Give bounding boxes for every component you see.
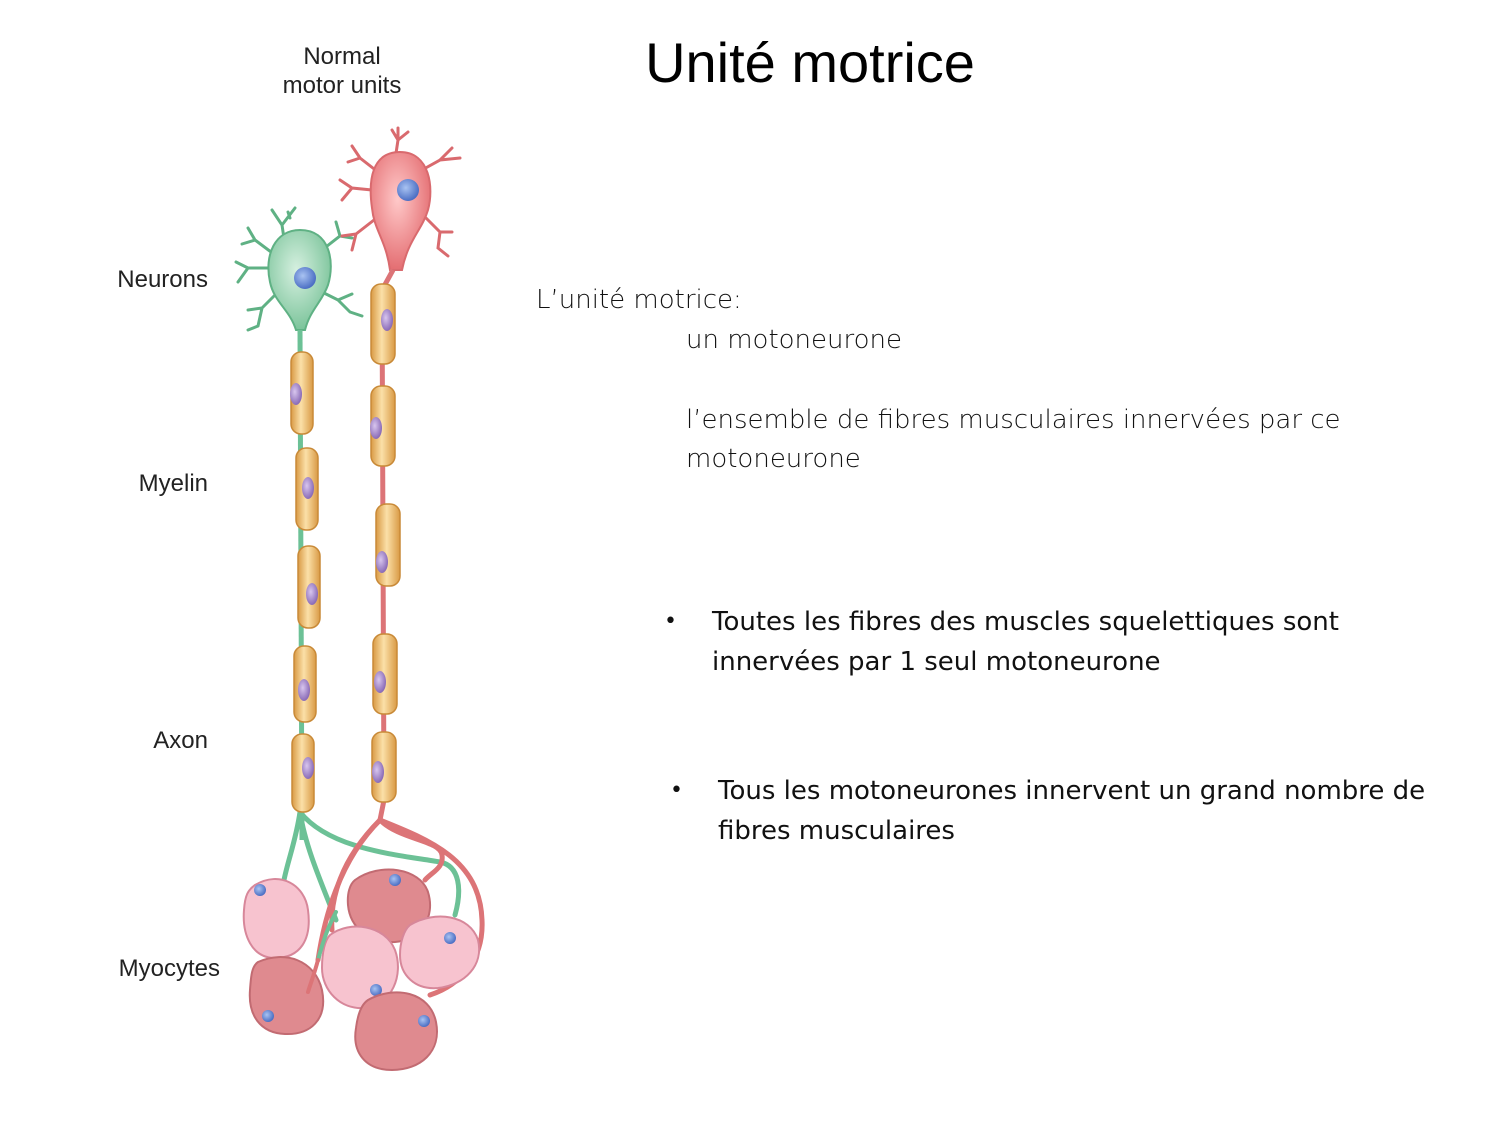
definition-item-2-line2: motoneurone [686, 444, 861, 474]
figure-header-line2: motor units [282, 72, 402, 99]
figure-header-line1: Normal [303, 43, 381, 70]
red-neuron-nucleus [397, 179, 419, 201]
label-axon: Axon [153, 727, 208, 754]
bullet-item-2: • Tous les motoneurones innervent un gra… [670, 771, 1490, 851]
label-myocytes: Myocytes [118, 955, 220, 982]
bullet-1-line1: Toutes les fibres des muscles squelettiq… [712, 607, 1339, 637]
motor-unit-diagram [234, 126, 485, 1072]
definition-item-1: un motoneurone [686, 325, 903, 355]
myocyte-light-3 [398, 915, 481, 990]
bullet-2-line2: fibres musculaires [718, 816, 955, 846]
green-neuron-nucleus [294, 267, 316, 289]
bullet-dot: • [664, 609, 677, 634]
green-neuron-dendrites [234, 206, 364, 332]
myocyte-light-1 [242, 878, 310, 960]
red-terminal-overlay [306, 958, 320, 994]
green-myelin-sheaths [290, 351, 321, 813]
bullet-dot: • [670, 778, 683, 803]
bullet-item-1: • Toutes les fibres des muscles squelett… [664, 602, 1464, 682]
myocyte-dark-3 [354, 991, 438, 1072]
figure-header: Normal motor units [262, 42, 422, 100]
myocytes [242, 868, 481, 1072]
green-terminal-overlay [316, 910, 338, 962]
bullet-1-line2: innervées par 1 seul motoneurone [712, 647, 1161, 677]
slide-title: Unité motrice [645, 31, 975, 94]
definition-item-2-line1: l’ensemble de fibres musculaires innervé… [686, 405, 1341, 435]
myocyte-dark-2 [248, 956, 325, 1036]
red-myelin-sheaths [370, 283, 401, 803]
red-neuron-soma [369, 150, 432, 271]
label-myelin: Myelin [138, 470, 208, 497]
bullet-text: Toutes les fibres des muscles squelettiq… [712, 602, 1452, 682]
label-neurons: Neurons [117, 266, 208, 293]
definition-heading: L’unité motrice: [536, 285, 742, 315]
bullet-text: Tous les motoneurones innervent un grand… [718, 771, 1458, 851]
myocyte-dark-1 [346, 868, 431, 944]
bullet-2-line1: Tous les motoneurones innervent un grand… [718, 776, 1426, 806]
